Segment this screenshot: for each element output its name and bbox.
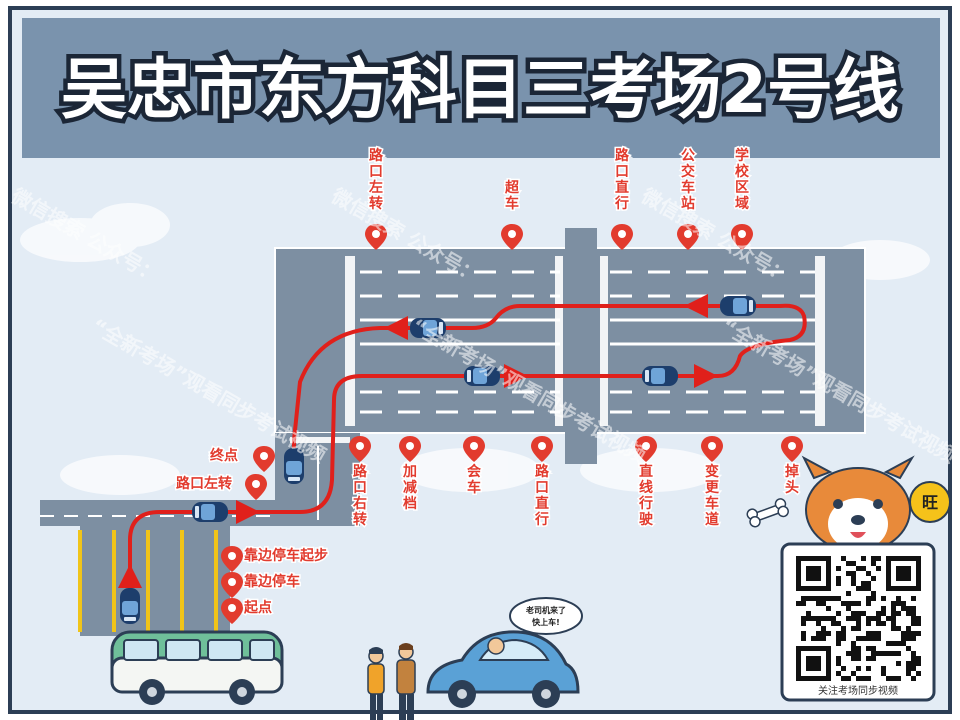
bottom-label-text: 变更车道	[705, 463, 720, 528]
left-label-3: 靠边停车	[221, 572, 302, 598]
left-label-2: 靠边停车起步	[221, 546, 330, 572]
left-label-text: 路口左转	[176, 475, 232, 492]
left-label-1: 路口左转	[175, 474, 267, 500]
speech-bubble: 老司机来了 快上车!	[509, 597, 583, 635]
bottom-label-text: 路口直行	[534, 463, 550, 528]
left-label-text: 靠边停车起步	[244, 547, 328, 564]
car-icon	[720, 296, 756, 316]
people-figures	[367, 643, 416, 720]
left-label-text: 终点	[210, 447, 238, 464]
bus-icon	[110, 630, 284, 705]
top-label-text: 公交车站	[681, 148, 695, 212]
bottom-label-text: 会车	[467, 463, 482, 496]
top-label-3: 公交车站	[677, 147, 699, 250]
top-label-0: 路口左转	[365, 146, 387, 250]
bottom-label-text: 路口右转	[352, 463, 368, 528]
bottom-label-1: 加减档	[399, 436, 421, 514]
left-label-0: 终点	[209, 446, 275, 472]
car-icon	[120, 588, 140, 624]
bottom-label-5: 变更车道	[701, 436, 723, 530]
page-title: 吴忠市东方科目三考场2号线	[61, 51, 899, 128]
bottom-label-4: 直线行驶	[635, 436, 657, 530]
bone-icon	[746, 498, 789, 528]
bottom-label-3: 路口直行	[531, 436, 553, 530]
top-labels: 路口左转 超车 路口直行 公交车站 学校区域	[365, 146, 753, 250]
bottom-label-6: 掉头	[781, 436, 803, 498]
qr-code-icon	[796, 556, 921, 681]
car-icon	[192, 502, 228, 522]
bottom-label-text: 直线行驶	[638, 463, 653, 528]
beetle-car-icon	[426, 630, 580, 708]
top-label-text: 超车	[504, 179, 520, 212]
bubble-line-2: 快上车!	[532, 617, 560, 627]
car-icon	[642, 366, 678, 386]
left-label-4: 起点	[221, 598, 274, 624]
mascot-badge-text: 旺	[922, 493, 938, 512]
dog-mascot-icon	[801, 455, 915, 553]
top-label-1: 超车	[501, 178, 523, 250]
left-label-text: 靠边停车	[244, 573, 300, 590]
bottom-label-2: 会车	[463, 436, 485, 498]
bottom-label-0: 路口右转	[349, 436, 371, 530]
bubble-line-1: 老司机来了	[525, 605, 566, 615]
qr-card: 关注考场同步视频	[780, 542, 936, 702]
top-label-text: 路口直行	[614, 147, 630, 212]
bottom-label-text: 掉头	[785, 463, 799, 496]
top-label-text: 学校区域	[735, 147, 750, 212]
road-network	[40, 228, 866, 636]
qr-caption: 关注考场同步视频	[818, 684, 898, 697]
bottom-label-text: 加减档	[402, 464, 417, 512]
top-label-2: 路口直行	[611, 146, 633, 250]
top-label-4: 学校区域	[731, 146, 753, 250]
left-label-text: 起点	[243, 599, 272, 616]
top-label-text: 路口左转	[368, 147, 384, 212]
mascot-badge: 旺	[909, 481, 951, 523]
bottom-labels: 路口右转 加减档 会车 路口直行 直线行驶 变更车道 掉头	[349, 436, 803, 530]
title-banner	[22, 18, 940, 158]
